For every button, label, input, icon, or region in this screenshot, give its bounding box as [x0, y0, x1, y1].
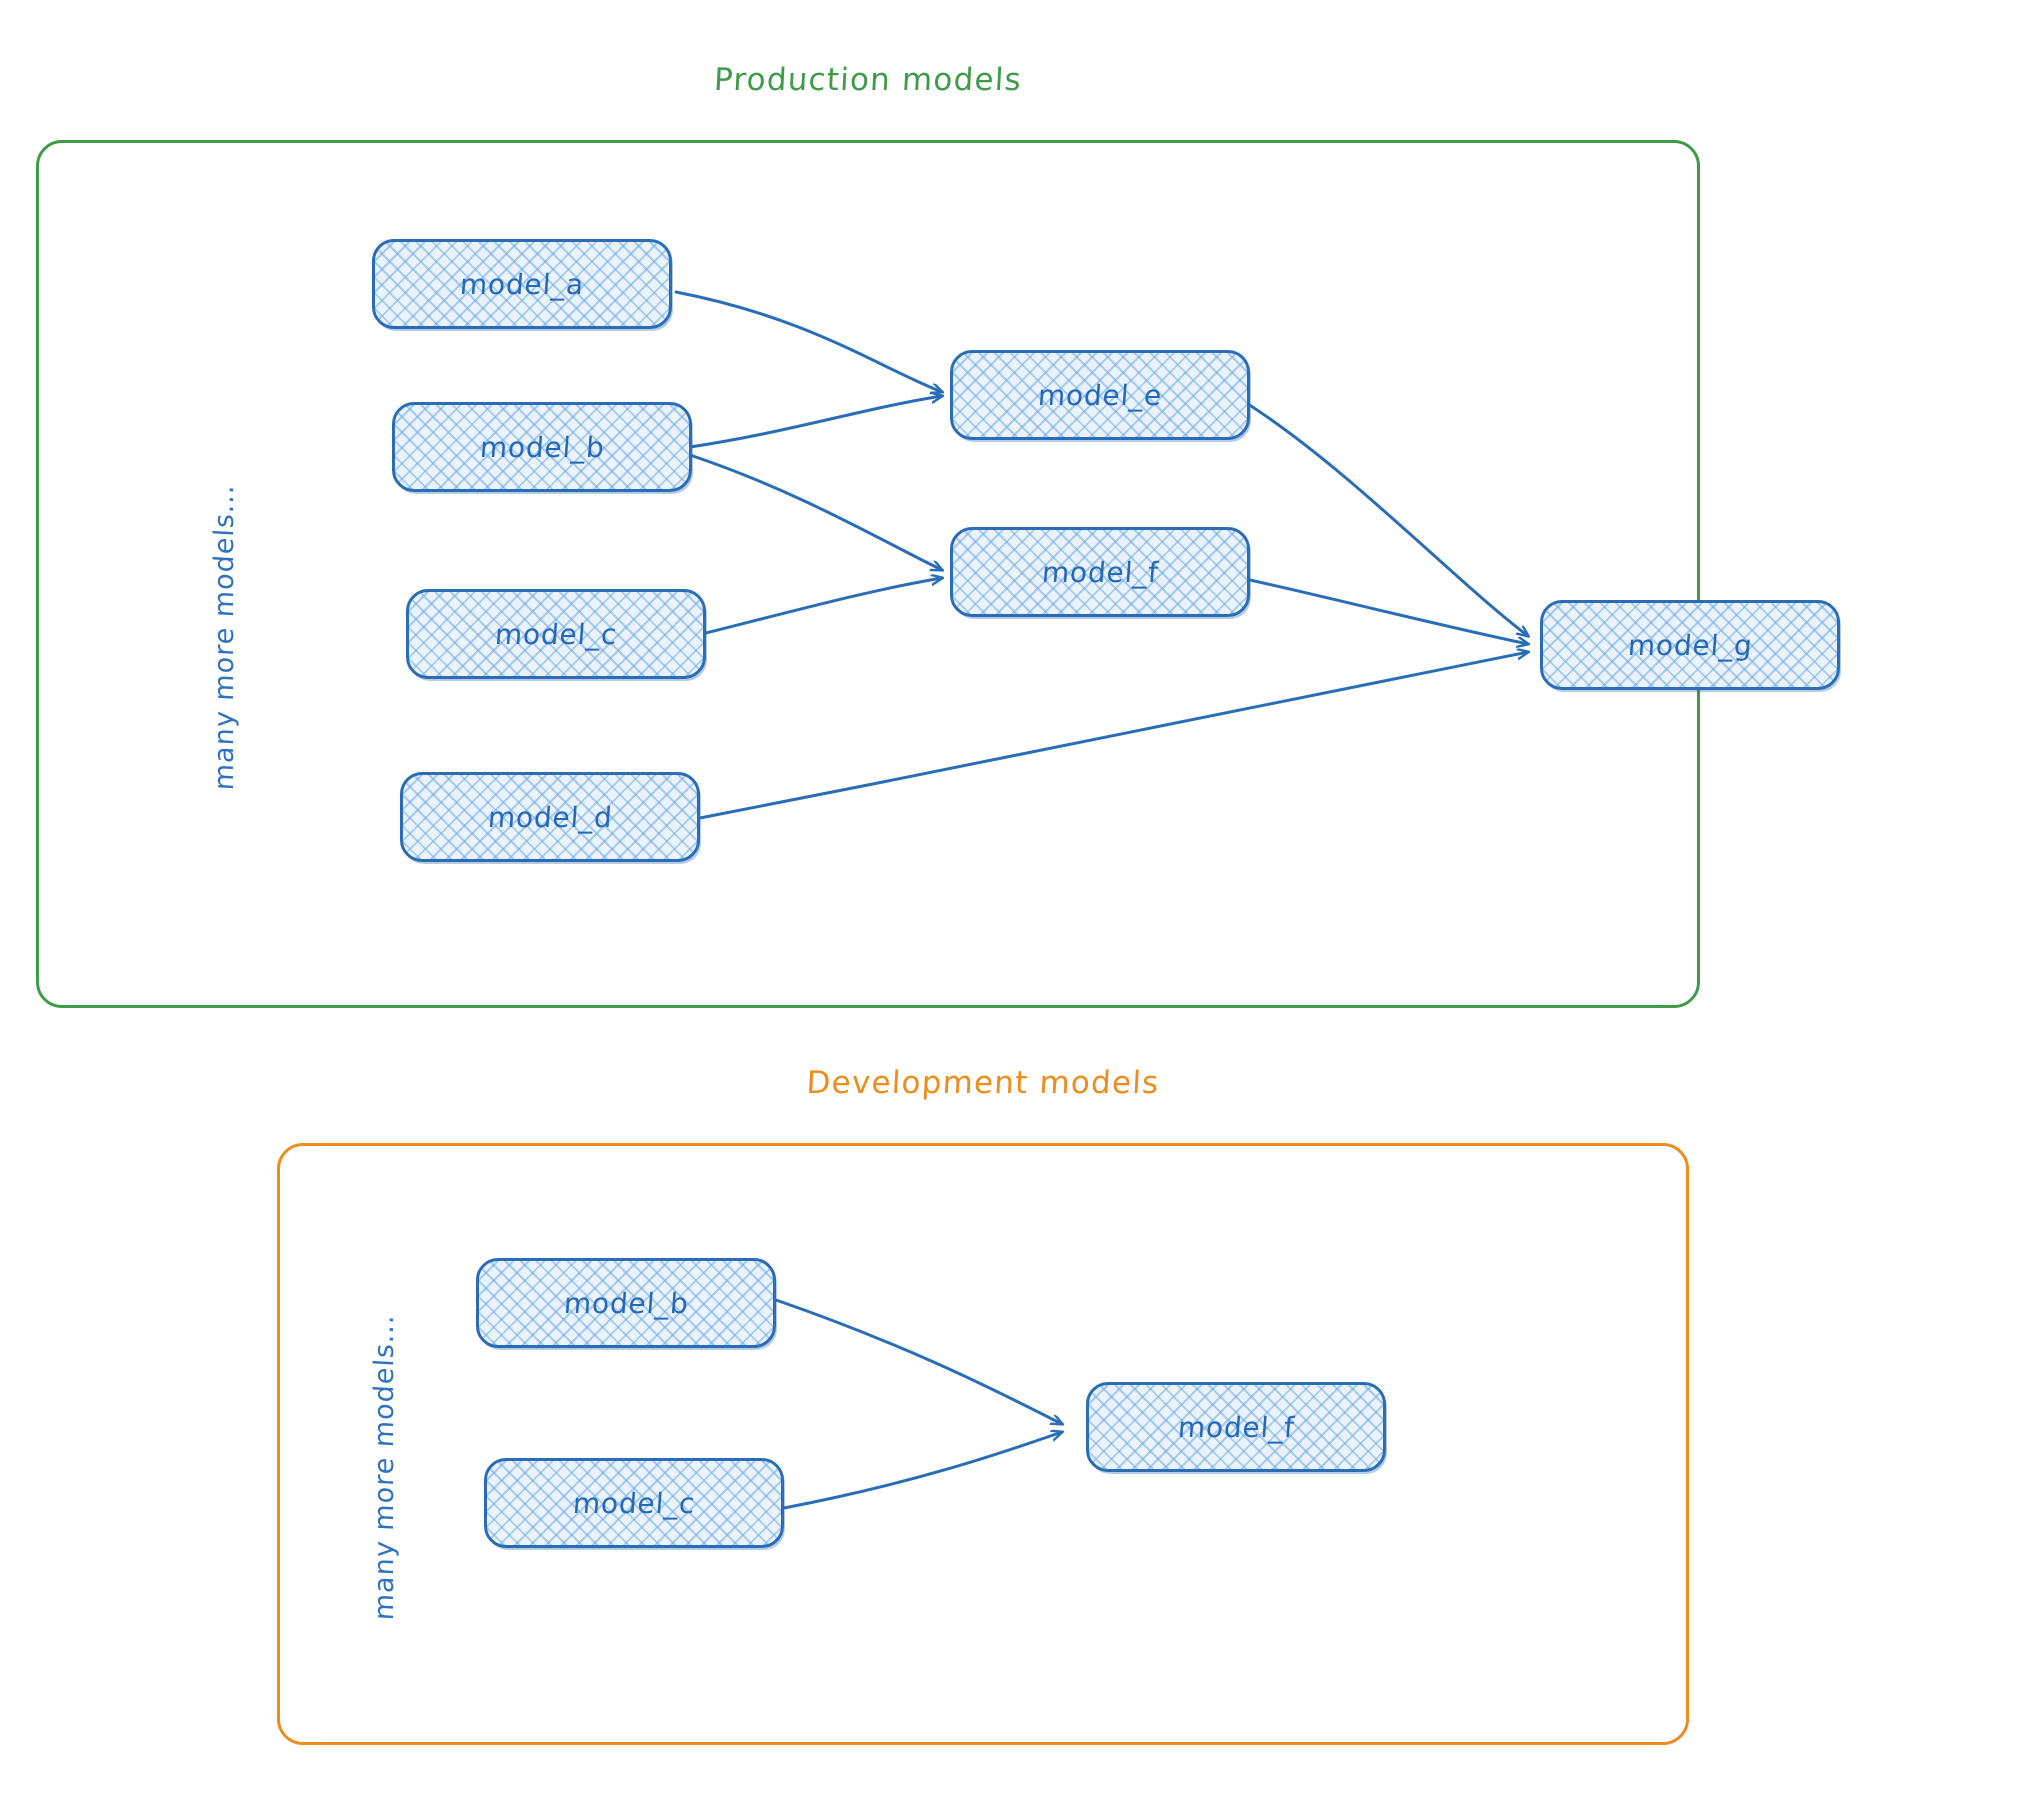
node-label: model_a — [458, 267, 586, 301]
node-model-e[interactable]: model_e — [950, 350, 1250, 440]
node-label: model_d — [486, 800, 614, 834]
node-model-c[interactable]: model_c — [406, 589, 706, 679]
node-dev-model-f[interactable]: model_f — [1086, 1382, 1386, 1472]
node-label: model_e — [1036, 378, 1164, 412]
production-many-more-models-caption: many more models... — [209, 483, 240, 791]
node-dev-model-c[interactable]: model_c — [484, 1458, 784, 1548]
node-label: model_c — [571, 1486, 697, 1520]
node-model-g[interactable]: model_g — [1540, 600, 1840, 690]
node-label: model_b — [562, 1286, 690, 1320]
development-many-more-models-caption: many more models... — [369, 1313, 400, 1621]
node-model-f[interactable]: model_f — [950, 527, 1250, 617]
node-model-b[interactable]: model_b — [392, 402, 692, 492]
development-group-title: Development models — [805, 1065, 1161, 1101]
node-label: model_g — [1626, 628, 1754, 662]
node-model-a[interactable]: model_a — [372, 239, 672, 329]
node-label: model_f — [1040, 555, 1160, 589]
node-label: model_f — [1176, 1410, 1296, 1444]
node-label: model_c — [493, 617, 619, 651]
node-label: model_b — [478, 430, 606, 464]
node-dev-model-b[interactable]: model_b — [476, 1258, 776, 1348]
production-group-container — [36, 140, 1700, 1008]
node-model-d[interactable]: model_d — [400, 772, 700, 862]
development-group-container — [277, 1143, 1689, 1745]
production-group-title: Production models — [713, 62, 1023, 98]
